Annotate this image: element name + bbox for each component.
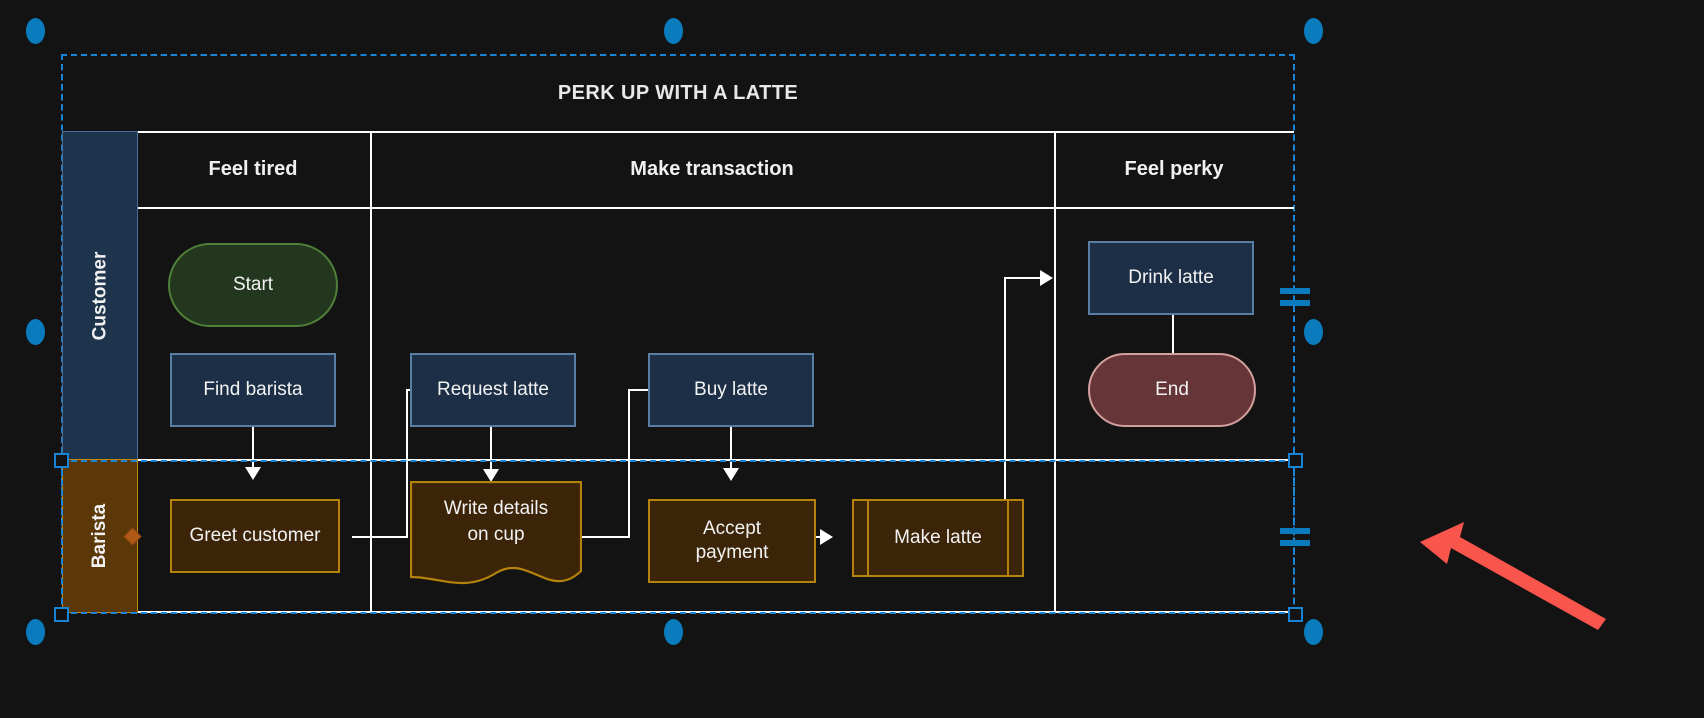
node-buy-latte[interactable]: Buy latte xyxy=(648,353,814,427)
edge-accept-make-arrowhead xyxy=(820,529,833,545)
inner-selection-handle-top-right[interactable] xyxy=(1288,453,1303,468)
edge-buy-accept xyxy=(730,425,732,475)
node-write-details-label-line2: on cup xyxy=(467,524,525,545)
column-header-make-transaction: Make transaction xyxy=(630,157,794,180)
inner-selection-rect-barista[interactable] xyxy=(61,460,1295,614)
column-header-feel-perky: Feel perky xyxy=(1124,157,1224,180)
node-find-barista[interactable]: Find barista xyxy=(170,353,336,427)
node-drink-latte[interactable]: Drink latte xyxy=(1088,241,1254,315)
swimlane-diagram[interactable]: PERK UP WITH A LATTE Feel tired Make tra… xyxy=(62,55,1294,613)
inner-selection-handle-bottom-right[interactable] xyxy=(1288,607,1303,622)
page-dot-mid-left xyxy=(26,319,45,345)
node-make-latte[interactable]: Make latte xyxy=(852,499,1024,577)
node-greet-customer[interactable]: Greet customer xyxy=(170,499,340,573)
diagram-title: PERK UP WITH A LATTE xyxy=(557,81,799,104)
node-end[interactable]: End xyxy=(1088,353,1256,427)
edge-make-drink-v xyxy=(1004,277,1006,538)
edge-drink-end xyxy=(1172,313,1174,363)
inner-selection-handle-top-left[interactable] xyxy=(54,453,69,468)
node-accept-payment-label-line2: payment xyxy=(695,542,769,563)
column-header-feel-tired: Feel tired xyxy=(208,157,298,180)
edge-write-buy-h xyxy=(578,536,630,538)
edge-buy-accept-arrowhead xyxy=(723,468,739,481)
edge-greet-request-v xyxy=(406,389,408,538)
page-dot-mid-right xyxy=(1304,319,1323,345)
lane-header-customer[interactable]: Customer xyxy=(62,131,138,461)
node-accept-payment[interactable]: Accept payment xyxy=(648,499,816,583)
column-separator-1 xyxy=(370,131,372,611)
annotation-arrow-icon xyxy=(1420,522,1606,630)
edge-request-write xyxy=(490,425,492,477)
edge-find-greet xyxy=(252,425,254,475)
page-dot-top-left xyxy=(26,18,45,44)
edge-make-drink-arrowhead xyxy=(1040,270,1053,286)
node-start[interactable]: Start xyxy=(168,243,338,327)
edge-greet-request-h xyxy=(352,536,408,538)
page-dot-bottom-center xyxy=(664,619,683,645)
edge-find-greet-arrowhead xyxy=(245,467,261,480)
header-bottom-rule xyxy=(136,207,1294,209)
node-write-details-label-line1: Write details xyxy=(443,498,549,519)
header-top-rule xyxy=(62,131,1294,133)
page-dot-bottom-right xyxy=(1304,619,1323,645)
inner-selection-handle-bottom-left[interactable] xyxy=(54,607,69,622)
lane-header-customer-label: Customer xyxy=(89,251,110,341)
node-request-latte[interactable]: Request latte xyxy=(410,353,576,427)
node-write-details-on-cup[interactable]: Write details on cup xyxy=(410,481,582,591)
edge-request-write-arrowhead xyxy=(483,469,499,482)
page-dot-bottom-left xyxy=(26,619,45,645)
edge-make-drink-h2 xyxy=(1004,277,1046,279)
column-separator-2 xyxy=(1054,131,1056,611)
page-dot-top-right xyxy=(1304,18,1323,44)
edge-write-buy-v xyxy=(628,389,630,538)
node-accept-payment-label-line1: Accept xyxy=(702,518,762,540)
edge-write-buy-h2 xyxy=(628,389,658,391)
document-shape-icon xyxy=(410,481,582,585)
page-dot-top-center xyxy=(664,18,683,44)
